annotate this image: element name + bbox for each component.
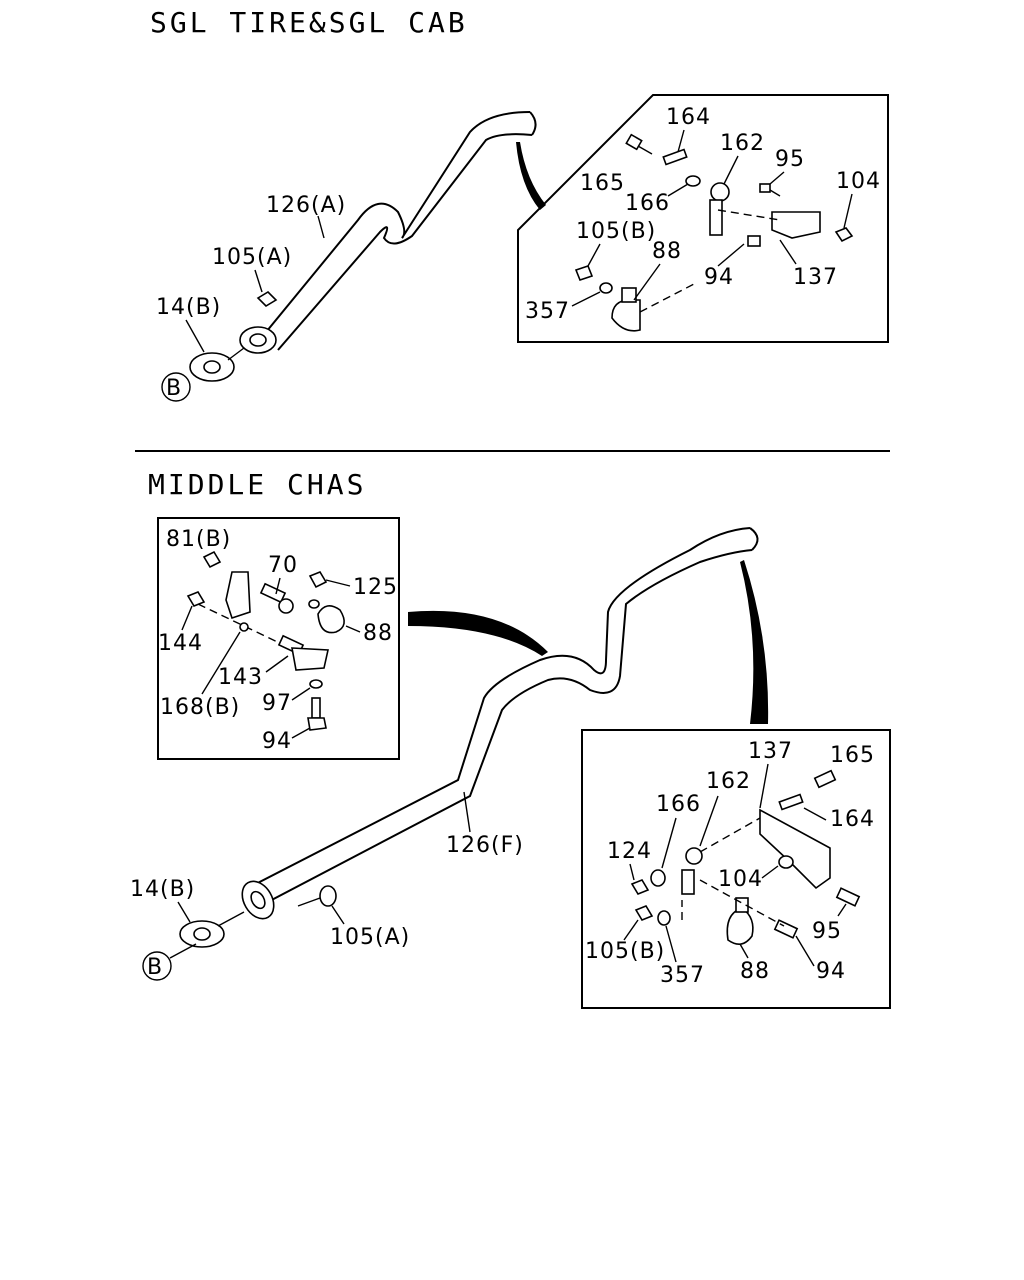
labels-top: 126(A) 105(A) 14(B) B 164 162 95 165 104… <box>156 105 881 402</box>
label-137-bottom: 137 <box>748 739 793 764</box>
label-357-top: 357 <box>525 299 570 324</box>
detail-arrow-bottom-right <box>740 560 769 724</box>
label-164-top: 164 <box>666 105 711 130</box>
label-165-top: 165 <box>580 171 625 196</box>
label-circle-b-top: B <box>166 376 182 401</box>
label-125: 125 <box>353 575 398 600</box>
nut-105a-top <box>256 290 278 308</box>
label-105b-top: 105(B) <box>576 219 656 244</box>
label-357-bottom: 357 <box>660 963 705 988</box>
detail-frame-bottom-left <box>157 517 400 760</box>
label-94-bottom-left: 94 <box>262 729 292 754</box>
label-104-top: 104 <box>836 169 881 194</box>
detail-parts-top <box>574 133 854 332</box>
labels-bottom-right: 137 165 162 166 164 124 104 95 105(B) 35… <box>585 739 875 988</box>
label-162-bottom: 162 <box>706 769 751 794</box>
label-144: 144 <box>158 631 203 656</box>
label-126a: 126(A) <box>266 193 346 218</box>
label-95-bottom: 95 <box>812 919 842 944</box>
label-14b-top: 14(B) <box>156 295 221 320</box>
label-168b: 168(B) <box>160 695 240 720</box>
label-94-top: 94 <box>704 265 734 290</box>
section-title-bottom: MIDDLE CHAS <box>148 468 366 501</box>
labels-bottom-main: 126(F) 14(B) B 105(A) <box>130 791 524 981</box>
label-circle-b-bottom: B <box>147 955 163 980</box>
label-105b-bottom: 105(B) <box>585 939 665 964</box>
label-88-bottom-right: 88 <box>740 959 770 984</box>
detail-frame-bottom-right <box>581 729 891 1009</box>
bottom-exhaust-pipe <box>179 527 759 948</box>
label-126f: 126(F) <box>446 833 524 858</box>
label-166-top: 166 <box>625 191 670 216</box>
label-88-bottom-left: 88 <box>363 621 393 646</box>
label-164-bottom: 164 <box>830 807 875 832</box>
detail-parts-bottom-right <box>630 769 861 945</box>
labels-bottom-left: 81(B) 70 125 88 144 143 168(B) 97 94 <box>158 527 398 754</box>
section-title-top: SGL TIRE&SGL CAB <box>150 6 468 39</box>
reference-circle-b-top <box>161 372 191 402</box>
label-94-bottom-right: 94 <box>816 959 846 984</box>
detail-arrow-bottom-left <box>408 610 548 656</box>
label-166-bottom: 166 <box>656 792 701 817</box>
label-105a-bottom: 105(A) <box>330 925 410 950</box>
label-88-top: 88 <box>652 239 682 264</box>
label-70: 70 <box>268 553 298 578</box>
label-137-top: 137 <box>793 265 838 290</box>
label-124: 124 <box>607 839 652 864</box>
detail-parts-bottom-left <box>186 550 345 731</box>
label-104-bottom: 104 <box>718 867 763 892</box>
label-81b: 81(B) <box>166 527 231 552</box>
label-14b-bottom: 14(B) <box>130 877 195 902</box>
detail-arrow-top <box>516 142 546 210</box>
label-162-top: 162 <box>720 131 765 156</box>
label-95-top: 95 <box>775 147 805 172</box>
label-97: 97 <box>262 691 292 716</box>
top-exhaust-pipe <box>189 111 537 382</box>
label-165-bottom: 165 <box>830 743 875 768</box>
detail-frame-top <box>517 94 889 343</box>
nut-105a-bottom <box>319 885 337 907</box>
label-143: 143 <box>218 665 263 690</box>
label-105a-top: 105(A) <box>212 245 292 270</box>
reference-circle-b-bottom <box>142 951 172 981</box>
